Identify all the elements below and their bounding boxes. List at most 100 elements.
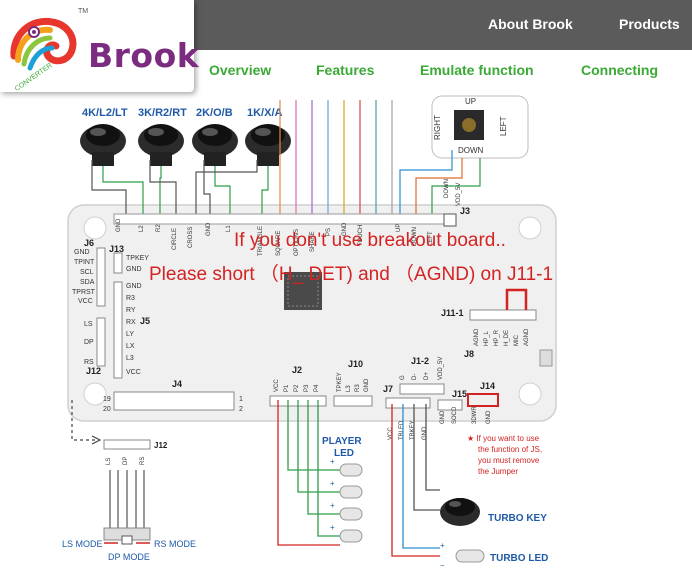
svg-text:DOWN: DOWN — [412, 227, 418, 246]
button-label: 4K/L2/LT — [82, 107, 128, 119]
svg-text:+: + — [440, 541, 445, 550]
mount-hole — [518, 216, 542, 240]
j1-2-label: J1-2 — [411, 356, 429, 366]
j3-label: J3 — [460, 206, 470, 216]
svg-text:L3: L3 — [346, 385, 352, 392]
arcade-button — [138, 124, 184, 166]
arcade-button — [192, 124, 238, 166]
mount-hole — [518, 382, 542, 406]
svg-text:L1: L1 — [226, 225, 232, 232]
svg-text:VCC: VCC — [126, 369, 141, 376]
brand-logo[interactable]: CONVERTER TM Brook — [0, 0, 199, 92]
svg-text:L2: L2 — [139, 225, 145, 232]
button-label: 3K/R2/RT — [138, 107, 187, 119]
dpad-left-label: LEFT — [499, 116, 508, 136]
mcu-chip — [284, 272, 322, 310]
svg-text:RS: RS — [140, 457, 146, 465]
svg-text:GND: GND — [364, 378, 370, 392]
tab-emulate-function[interactable]: Emulate function — [420, 62, 534, 78]
jumper-note-line4: the Jumper — [478, 467, 518, 476]
svg-text:R3: R3 — [126, 295, 135, 302]
button-wires — [91, 100, 481, 215]
chameleon-logo-icon: CONVERTER — [10, 17, 77, 90]
svg-text:H_DE: H_DE — [504, 330, 510, 346]
rs-mode-label: RS MODE — [154, 539, 196, 549]
tab-overview[interactable]: Overview — [209, 62, 272, 78]
svg-text:AGND: AGND — [524, 328, 530, 346]
wiring-diagram: 4K/L2/LT 3K/R2/RT 2K/O/B 1K/X/A UP DOWN … — [62, 95, 557, 570]
svg-text:+: + — [330, 457, 335, 466]
jumper-note-line2: the function of JS, — [478, 445, 542, 454]
svg-text:CROSS: CROSS — [188, 227, 194, 248]
j14-label: J14 — [480, 381, 495, 391]
svg-text:3DWR: 3DWR — [472, 406, 478, 424]
svg-text:HP_R: HP_R — [494, 329, 500, 346]
button-label: 2K/O/B — [196, 107, 233, 119]
notice-line-2: Please short （H_ DET) and （AGND) on J11-… — [149, 264, 554, 285]
turbo-key-label: TURBO KEY — [488, 513, 547, 524]
svg-text:TPKEY: TPKEY — [337, 372, 343, 392]
player-leds — [339, 463, 363, 543]
tab-connecting[interactable]: Connecting — [581, 62, 658, 78]
tab-features[interactable]: Features — [316, 62, 375, 78]
svg-text:GND: GND — [126, 266, 142, 273]
svg-text:D+: D+ — [424, 372, 430, 380]
j13-label: J13 — [109, 244, 124, 254]
player-led-wires — [277, 400, 340, 546]
j15-label: J15 — [452, 389, 467, 399]
j10-label: J10 — [348, 359, 363, 369]
svg-text:R2: R2 — [156, 224, 162, 232]
svg-text:GND: GND — [342, 222, 348, 236]
svg-text:VCC: VCC — [78, 298, 93, 305]
svg-text:TPKEY: TPKEY — [126, 255, 149, 262]
svg-text:2: 2 — [239, 406, 243, 413]
svg-text:LS: LS — [84, 321, 93, 328]
j6-label: J6 — [84, 238, 94, 248]
mount-hole — [83, 216, 107, 240]
svg-text:RX: RX — [126, 319, 136, 326]
svg-text:UP: UP — [396, 224, 402, 232]
svg-text:P3: P3 — [304, 384, 310, 392]
player-led-label-line1: PLAYER — [322, 436, 362, 447]
svg-text:HP_L: HP_L — [484, 330, 490, 346]
svg-text:OPTIONS: OPTIONS — [294, 229, 300, 256]
j11-1-label: J11-1 — [441, 308, 464, 318]
dp-mode-label: DP MODE — [108, 552, 150, 562]
j4-label: J4 — [172, 379, 182, 389]
arcade-buttons — [80, 124, 291, 166]
svg-text:TPINT: TPINT — [74, 259, 95, 266]
svg-text:VCC: VCC — [274, 379, 280, 392]
svg-text:GND: GND — [126, 283, 142, 290]
svg-text:DOWN: DOWN — [444, 179, 450, 198]
nav-products[interactable]: Products — [619, 16, 680, 32]
svg-text:TPRST: TPRST — [72, 289, 96, 296]
svg-text:VCC: VCC — [388, 427, 394, 440]
svg-text:+: + — [330, 501, 335, 510]
svg-text:TRIANGLE: TRIANGLE — [258, 226, 264, 256]
svg-text:SDA: SDA — [80, 279, 95, 286]
svg-text:VDD_5V: VDD_5V — [456, 183, 462, 206]
j7-label: J7 — [383, 384, 393, 394]
jumper-note-line3: you must remove — [478, 456, 540, 465]
svg-text:GND: GND — [116, 218, 122, 232]
svg-text:LS: LS — [106, 458, 112, 465]
svg-text:AGND: AGND — [474, 328, 480, 346]
turbo-led — [455, 549, 485, 563]
j12-label: J12 — [86, 366, 101, 376]
svg-text:+: + — [330, 523, 335, 532]
svg-text:GND: GND — [440, 410, 446, 424]
svg-text:P2: P2 — [294, 384, 300, 392]
turbo-key-button — [440, 498, 480, 526]
svg-text:DP: DP — [84, 339, 94, 346]
ls-mode-label: LS MODE — [62, 539, 103, 549]
j8-label: J8 — [464, 349, 474, 359]
svg-text:LEFT: LEFT — [428, 231, 434, 246]
svg-text:G: G — [400, 375, 406, 380]
mount-hole — [83, 382, 107, 406]
svg-text:LX: LX — [126, 343, 135, 350]
svg-text:TBKEY: TBKEY — [410, 420, 416, 440]
svg-text:TOUCH: TOUCH — [358, 225, 364, 246]
nav-about-brook[interactable]: About Brook — [488, 16, 573, 32]
dpad-right-label: RIGHT — [433, 115, 442, 140]
svg-text:20: 20 — [103, 406, 111, 413]
